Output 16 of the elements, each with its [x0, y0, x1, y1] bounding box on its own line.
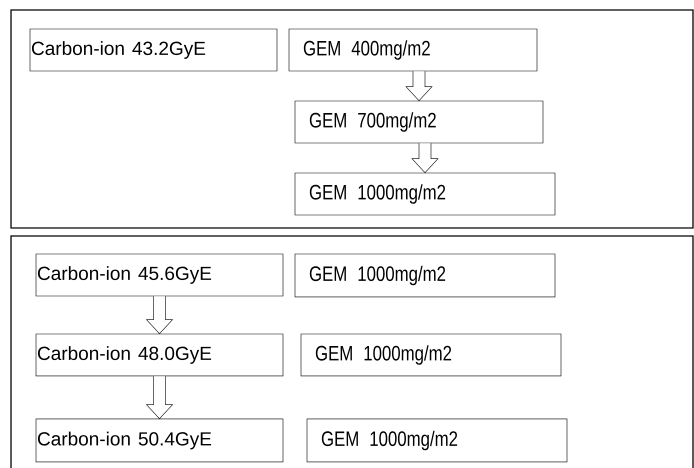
radiation-box: Carbon-ion 45.6GyE	[36, 254, 284, 296]
dose-box: GEM 1000mg/m2	[294, 172, 556, 216]
hollow-arrow	[411, 142, 439, 174]
hollow-arrow	[146, 376, 174, 420]
hollow-arrow	[146, 296, 174, 334]
hollow-arrow	[405, 71, 433, 102]
dose-box: GEM 1000mg/m2	[306, 418, 568, 462]
dose-box: GEM 1000mg/m2	[294, 254, 556, 298]
radiation-box: Carbon-ion 43.2GyE	[30, 28, 278, 72]
radiation-box: Carbon-ion 48.0GyE	[36, 334, 284, 376]
panel-frame	[10, 9, 694, 229]
panel-frame	[10, 235, 694, 468]
dose-box: GEM 400mg/m2	[288, 28, 538, 72]
dose-box: GEM 1000mg/m2	[300, 334, 562, 376]
radiation-box: Carbon-ion 50.4GyE	[36, 418, 284, 462]
dose-box: GEM 700mg/m2	[294, 100, 544, 144]
